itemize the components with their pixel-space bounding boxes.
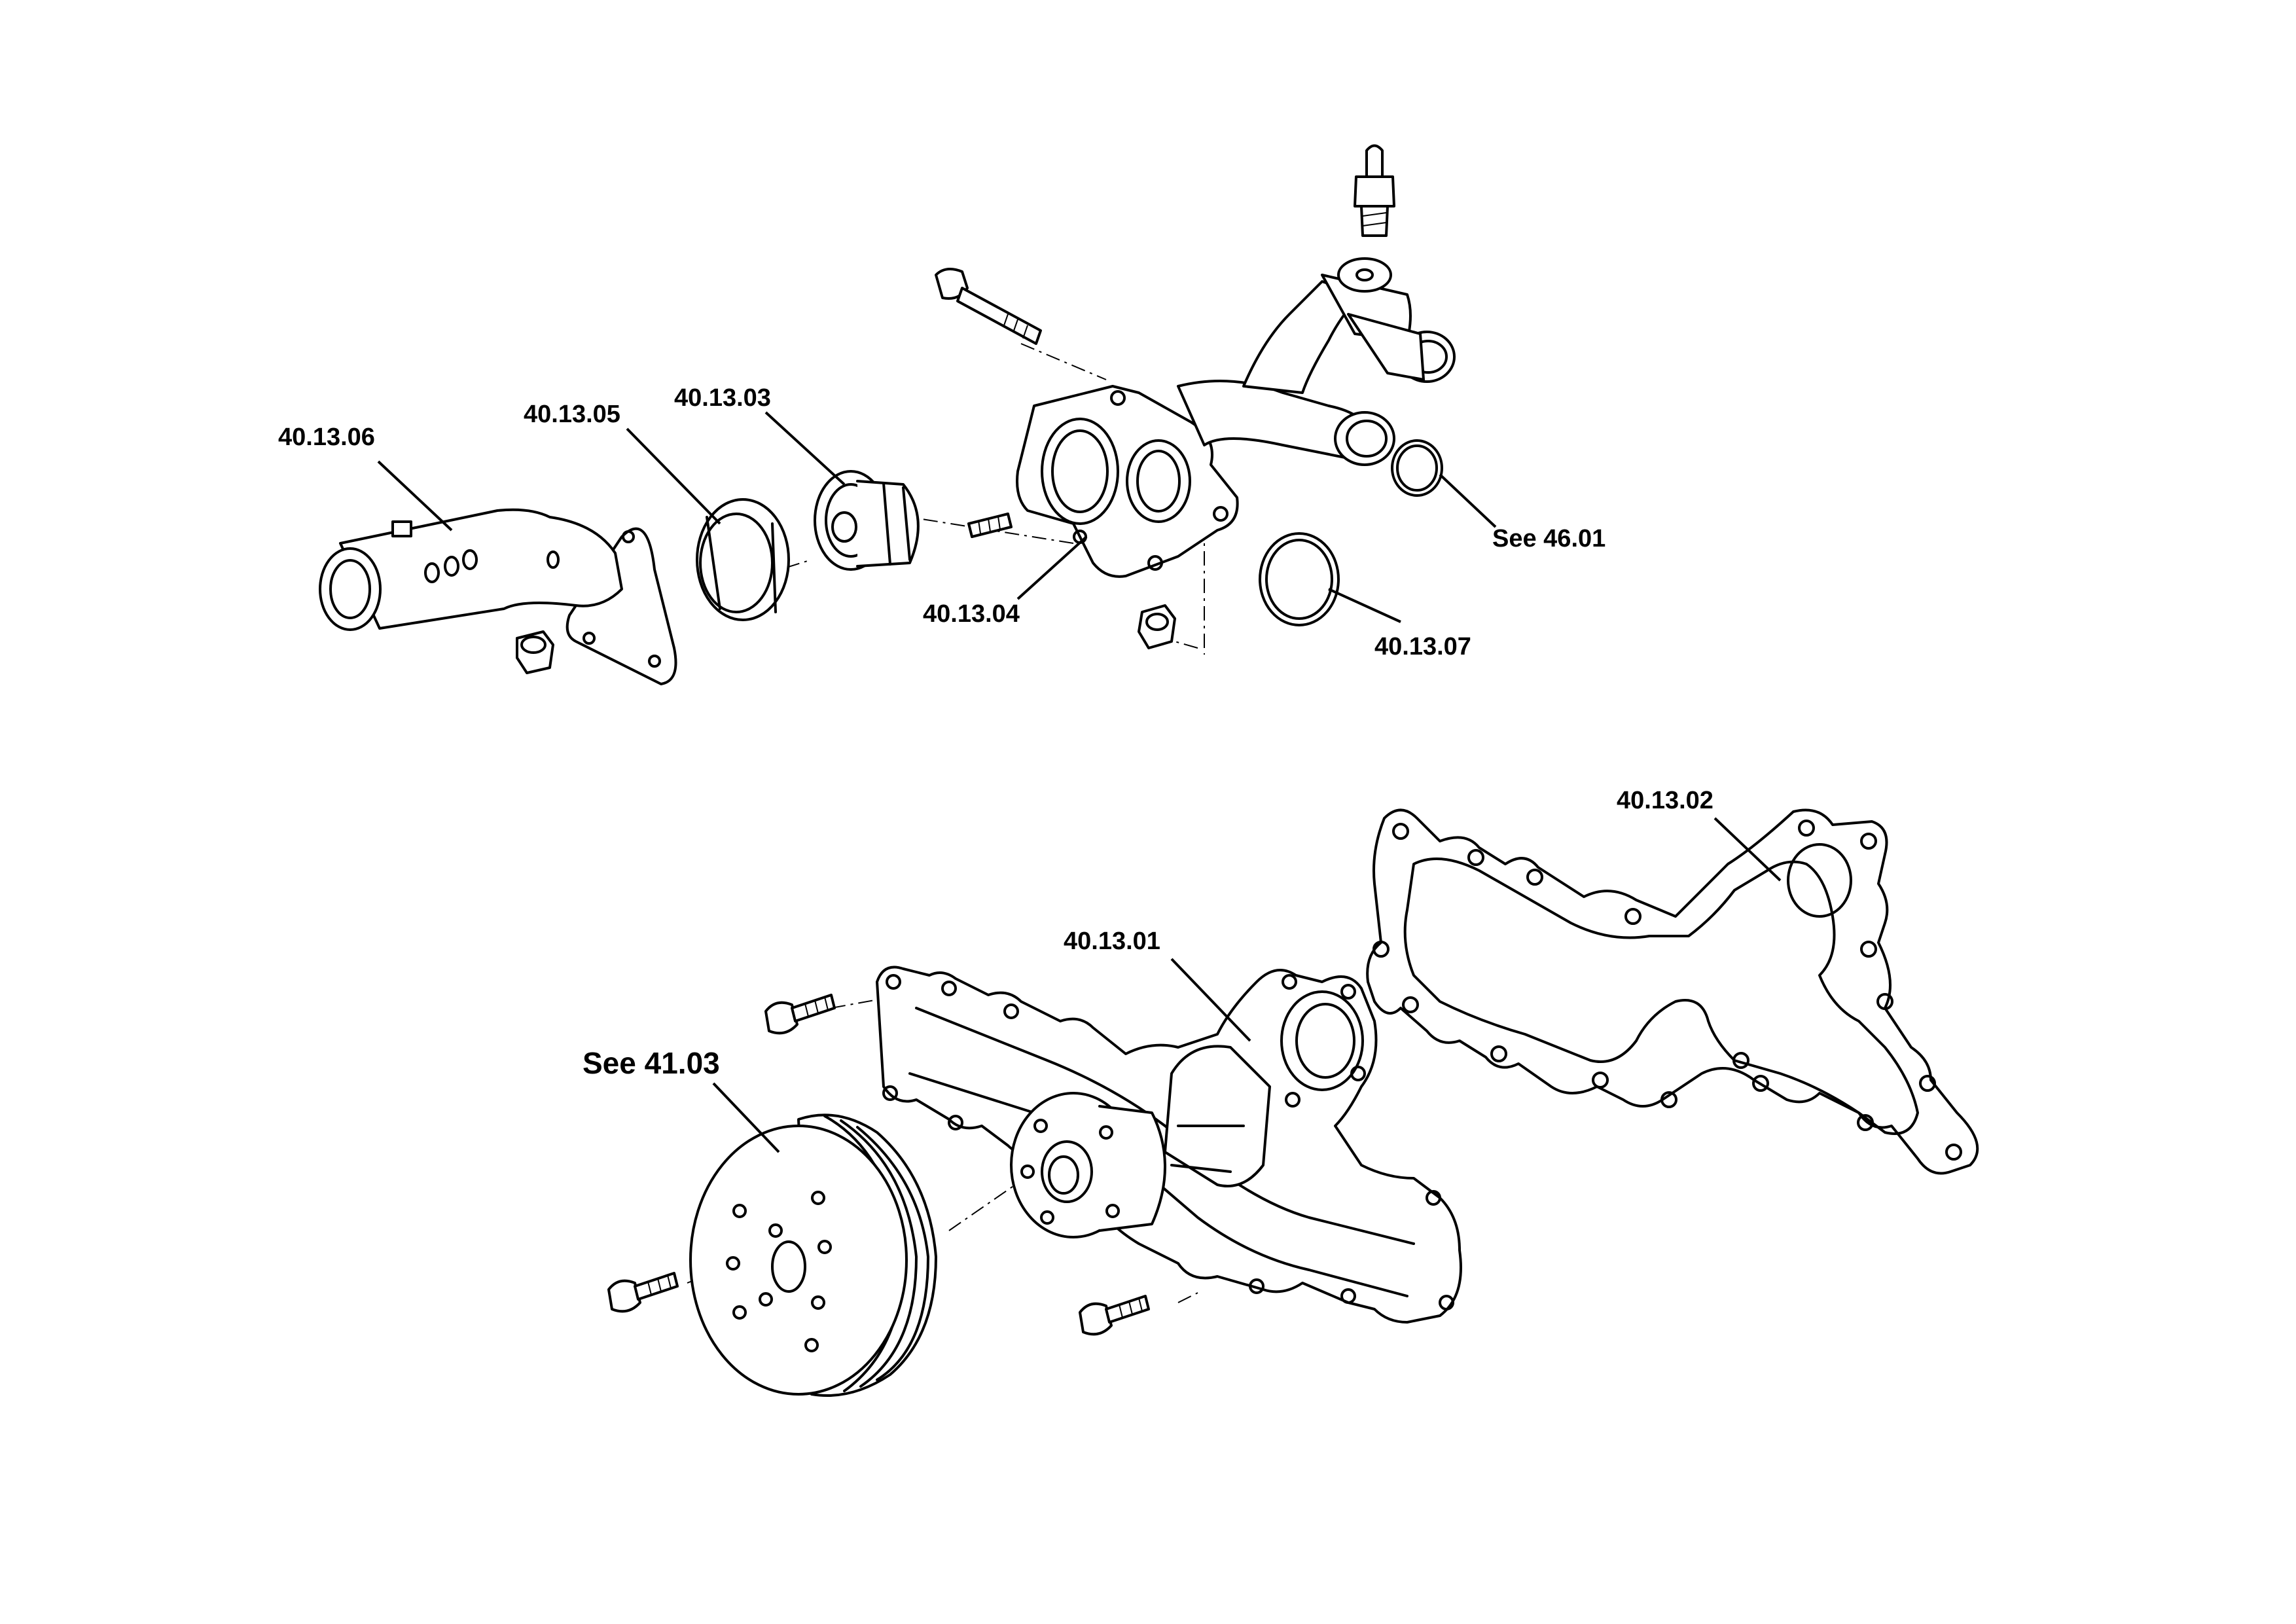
water-pump-body	[876, 965, 1462, 1324]
stud-bolt	[967, 513, 1013, 538]
pump-hub	[1010, 1092, 1166, 1238]
thermostat	[814, 470, 920, 571]
pulley-bolt	[607, 1272, 679, 1313]
callout-40-13-02: 40.13.02	[1617, 787, 1713, 814]
pulley	[689, 1113, 937, 1397]
housing-nut	[1138, 604, 1176, 649]
callout-40-13-05: 40.13.05	[524, 401, 620, 428]
water-inlet-pipe	[319, 508, 677, 685]
thermostat-housing	[1016, 385, 1239, 578]
seal-ring	[696, 498, 790, 621]
callout-see-41-03: See 41.03	[583, 1046, 720, 1080]
flange-nut-left	[516, 630, 554, 674]
callout-40-13-04: 40.13.04	[923, 600, 1020, 628]
long-bolt	[935, 268, 1042, 345]
o-ring-large	[1259, 532, 1340, 626]
callout-40-13-07: 40.13.07	[1374, 633, 1471, 660]
callout-labels: 40.13.06 40.13.05 40.13.03 40.13.04 40.1…	[278, 384, 1713, 1080]
leader-lines	[377, 411, 1782, 1153]
pump-bolt-top	[764, 994, 836, 1035]
callout-40-13-01: 40.13.01	[1064, 928, 1160, 955]
callout-see-46-01: See 46.01	[1492, 525, 1605, 552]
pump-bolt-bottom	[1079, 1295, 1150, 1336]
bleed-screw	[1354, 144, 1395, 237]
callout-40-13-06: 40.13.06	[278, 424, 375, 451]
o-ring-small	[1391, 439, 1443, 497]
bypass-pipe	[1177, 257, 1456, 466]
water-pump-gasket	[1366, 808, 1979, 1175]
callout-40-13-03: 40.13.03	[674, 384, 771, 412]
